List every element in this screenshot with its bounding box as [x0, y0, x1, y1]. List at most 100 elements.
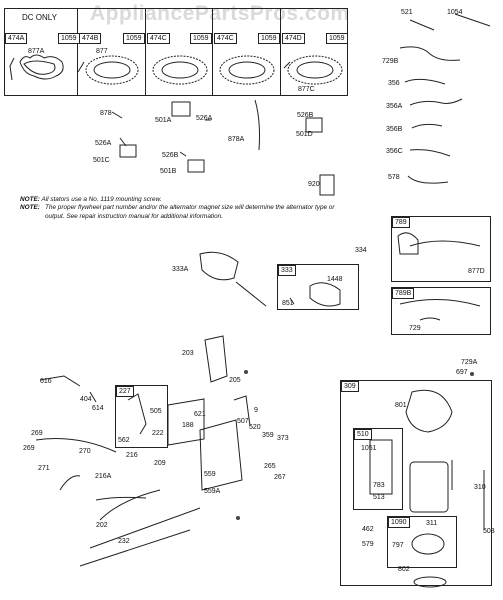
part-271 — [59, 475, 81, 491]
callout-878a: 878A — [228, 136, 245, 143]
callout-1448: 1448 — [327, 276, 343, 283]
callout-920: 920 — [308, 181, 320, 188]
note-2-label: NOTE: — [20, 204, 40, 212]
dc-only-label: DC ONLY — [22, 13, 57, 22]
kit-tag-789b: 789B — [392, 288, 415, 299]
panel-1-part: 877A — [28, 48, 45, 55]
panel-2-part: 877 — [96, 48, 108, 55]
callout-503: 503 — [483, 528, 495, 535]
callout-269-1: 269 — [31, 430, 43, 437]
kit-box-510 — [353, 428, 403, 510]
rod-202 — [89, 507, 201, 549]
panel-divider-1 — [77, 8, 78, 96]
callout-579: 579 — [362, 541, 374, 548]
callout-616: 616 — [40, 378, 52, 385]
callout-526b-1: 526B — [297, 112, 314, 119]
callout-269-2: 269 — [23, 445, 35, 452]
callout-697: 697 — [456, 369, 468, 376]
kit-tag-510: 510 — [354, 429, 372, 440]
harness-789 — [397, 232, 419, 255]
part-404 — [89, 391, 97, 403]
harness-789b — [399, 299, 481, 307]
callout-877d: 877D — [468, 268, 485, 275]
callout-203: 203 — [182, 350, 194, 357]
callout-562: 562 — [118, 437, 130, 444]
callout-265: 265 — [264, 463, 276, 470]
notes-block: NOTE: All stators use a No. 1119 mountin… — [20, 196, 345, 221]
kit-box-1090 — [387, 516, 457, 568]
callout-521: 521 — [401, 9, 413, 16]
bracket-188 — [199, 419, 243, 491]
callout-267: 267 — [274, 474, 286, 481]
callout-614: 614 — [92, 405, 104, 412]
panel-5-part: 877C — [298, 86, 315, 93]
callout-729a: 729A — [461, 359, 478, 366]
callout-783: 783 — [373, 482, 385, 489]
note-1-text: All stators use a No. 1119 mounting scre… — [41, 196, 162, 203]
callout-526a-1: 526A — [196, 115, 213, 122]
regulator-501b — [187, 159, 205, 173]
panel-4-tag-b: 1059 — [258, 33, 280, 44]
kit-tag-1090: 1090 — [388, 517, 410, 528]
note-2-text: The proper flywheel part number and/or t… — [45, 204, 335, 220]
callout-501b: 501B — [160, 168, 177, 175]
starter-end-cap-801 — [405, 389, 453, 433]
wire-356b — [411, 123, 443, 129]
callout-356: 356 — [388, 80, 400, 87]
part-851 — [289, 297, 295, 305]
kit-box-789b — [391, 287, 491, 335]
stator-coil-877c — [283, 55, 343, 85]
callout-334: 334 — [355, 247, 367, 254]
callout-373: 373 — [277, 435, 289, 442]
screw-526b-2 — [179, 151, 187, 157]
part-507 — [233, 395, 251, 427]
callout-222: 222 — [152, 430, 164, 437]
starter-armature-510 — [369, 439, 393, 495]
callout-501c: 501C — [93, 157, 110, 164]
wire-521 — [409, 19, 435, 31]
armature-333 — [309, 282, 341, 307]
cable-269 — [35, 438, 117, 453]
callout-356c: 356C — [386, 148, 403, 155]
kit-box-309 — [340, 380, 492, 586]
callout-1054: 1054 — [447, 9, 463, 16]
wire-729b — [399, 46, 461, 61]
drive-311 — [411, 533, 445, 555]
callout-359: 359 — [262, 432, 274, 439]
callout-621: 621 — [194, 411, 206, 418]
part-729 — [419, 317, 441, 321]
callout-270: 270 — [79, 448, 91, 455]
callout-729: 729 — [409, 325, 421, 332]
regulator-501a — [171, 101, 191, 117]
regulator-501d — [305, 117, 323, 133]
callout-526a-2: 526A — [95, 140, 112, 147]
kit-tag-309: 309 — [341, 381, 359, 392]
callout-797: 797 — [392, 542, 404, 549]
callout-1051: 1051 — [361, 445, 377, 452]
rod-616 — [39, 375, 81, 387]
wire-356a — [409, 98, 463, 106]
callout-356a: 356A — [386, 103, 403, 110]
armature-wire-333a — [235, 281, 267, 307]
cable-232 — [79, 529, 191, 567]
callout-462: 462 — [362, 526, 374, 533]
stator-coil-877 — [77, 55, 139, 85]
bracket-203 — [204, 335, 228, 383]
callout-878: 878 — [100, 110, 112, 117]
panel-2-tag-b: 1059 — [123, 33, 145, 44]
callout-851: 851 — [282, 300, 294, 307]
panel-divider-2 — [145, 8, 146, 96]
callout-209: 209 — [154, 460, 166, 467]
callout-205: 205 — [229, 377, 241, 384]
wire-356c — [409, 149, 451, 157]
wire-578 — [407, 175, 449, 184]
callout-356b: 356B — [386, 126, 403, 133]
callout-310: 310 — [474, 484, 486, 491]
callout-404: 404 — [80, 396, 92, 403]
panel-5-tag-b: 1059 — [326, 33, 348, 44]
callout-801: 801 — [395, 402, 407, 409]
callout-802: 802 — [398, 566, 410, 573]
kit-box-333 — [277, 264, 359, 310]
panel-3-tag-a: 474C — [147, 33, 170, 44]
